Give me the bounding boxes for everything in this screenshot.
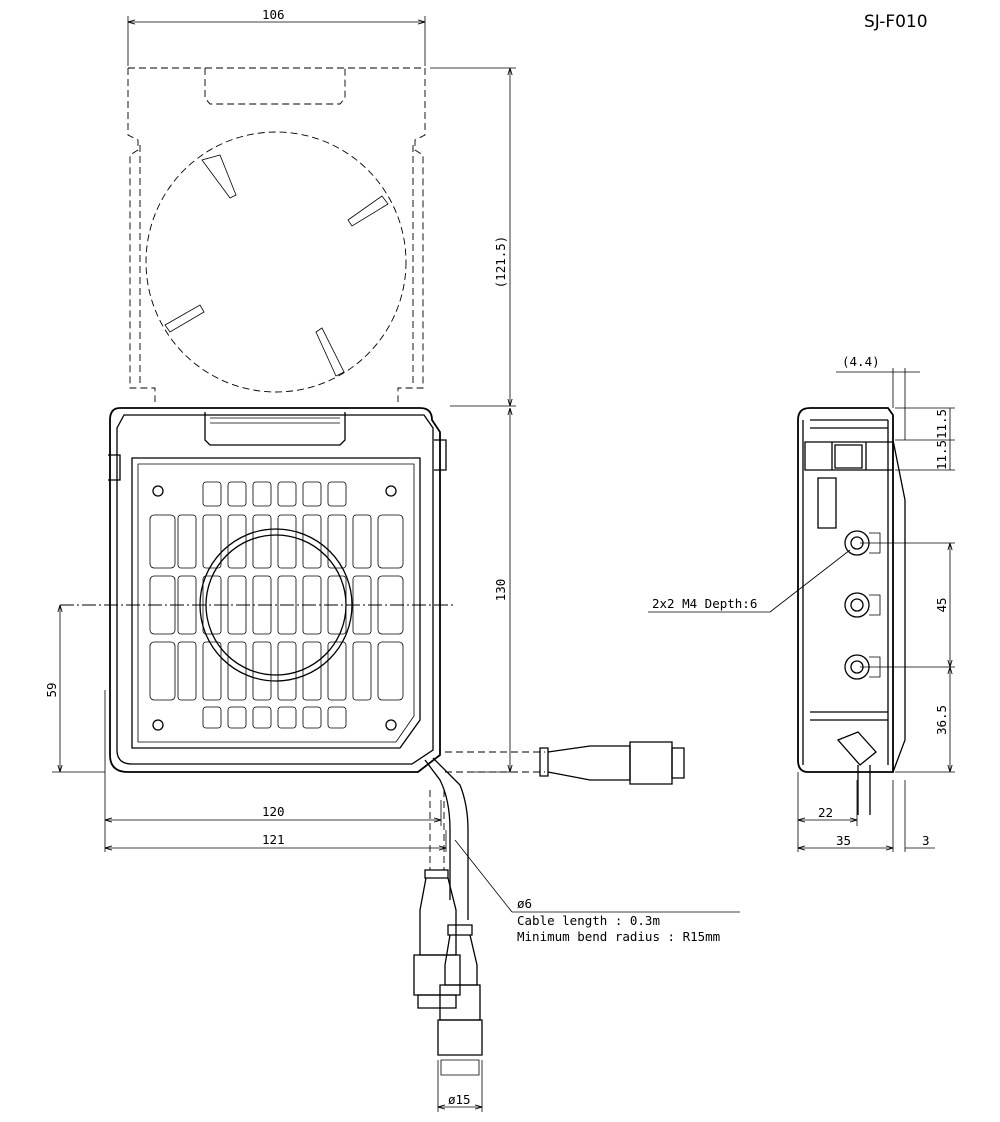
grille-slot (252, 706, 272, 729)
grille-slot (277, 706, 297, 729)
front-view: 106 (121.5) 130 59 120 121 ø15 ø6 Cable … (44, 7, 740, 1112)
grille-side-slot (149, 514, 176, 569)
grille-slot (302, 481, 322, 507)
grille-slot (227, 481, 247, 507)
grille-slot (202, 514, 222, 569)
grille-slot (202, 641, 222, 701)
grille-slot (202, 706, 222, 729)
note-bend-radius: Minimum bend radius : R15mm (517, 929, 720, 944)
note-cable-length: Cable length : 0.3m (517, 913, 660, 928)
grille-slot (227, 641, 247, 701)
grille-slot (327, 706, 347, 729)
dim-side-11-5-b: 11.5 (934, 440, 949, 470)
grille-slot (327, 514, 347, 569)
dim-side-11-5-a: 11.5 (934, 409, 949, 439)
grille-side-slot (377, 514, 404, 569)
grille-slot (277, 514, 297, 569)
grille-slot (227, 514, 247, 569)
grille-slot (277, 575, 297, 635)
dim-side-4-4: (4.4) (842, 354, 880, 369)
dim-121-5: (121.5) (493, 236, 508, 289)
grille-slot (327, 481, 347, 507)
dim-120: 120 (262, 804, 285, 819)
grille-slot (177, 514, 197, 569)
grille-slot (202, 481, 222, 507)
dim-side-22: 22 (818, 805, 833, 820)
dim-side-35: 35 (836, 833, 851, 848)
model-number: SJ-F010 (864, 12, 928, 32)
dim-59: 59 (44, 682, 59, 697)
side-view: (4.4) 11.5 11.5 45 36.5 22 35 3 2x2 M4 D… (648, 354, 955, 852)
mounting-bracket-outline (127, 67, 426, 402)
dim-121: 121 (262, 832, 285, 847)
grille-slot (352, 514, 372, 569)
fan-circle-dashed (145, 131, 407, 393)
grille-slot (277, 641, 297, 701)
side-housing (797, 407, 906, 815)
dim-dia-15: ø15 (448, 1092, 471, 1107)
front-dimensions (52, 16, 740, 1112)
grille-slot (302, 706, 322, 729)
grille-side-slot (377, 641, 404, 701)
grille-slot (227, 706, 247, 729)
dim-130: 130 (493, 579, 508, 602)
dim-side-3: 3 (922, 833, 930, 848)
grille-slot (252, 641, 272, 701)
note-cable-dia: ø6 (517, 896, 532, 911)
fan-housing (108, 407, 447, 773)
grille-slot (352, 641, 372, 701)
note-mount-holes: 2x2 M4 Depth:6 (652, 596, 757, 611)
dim-side-45: 45 (934, 597, 949, 612)
side-dimensions (648, 368, 955, 852)
grille-slot (252, 514, 272, 569)
grille-slot (177, 641, 197, 701)
grille-slot (302, 514, 322, 569)
grille-slot (302, 641, 322, 701)
grille-slot (252, 481, 272, 507)
dim-106: 106 (262, 7, 285, 22)
power-cable (413, 741, 685, 1076)
grille-side-slot (149, 641, 176, 701)
grille-slot (327, 641, 347, 701)
dim-side-36-5: 36.5 (934, 705, 949, 735)
grille-slot (277, 481, 297, 507)
